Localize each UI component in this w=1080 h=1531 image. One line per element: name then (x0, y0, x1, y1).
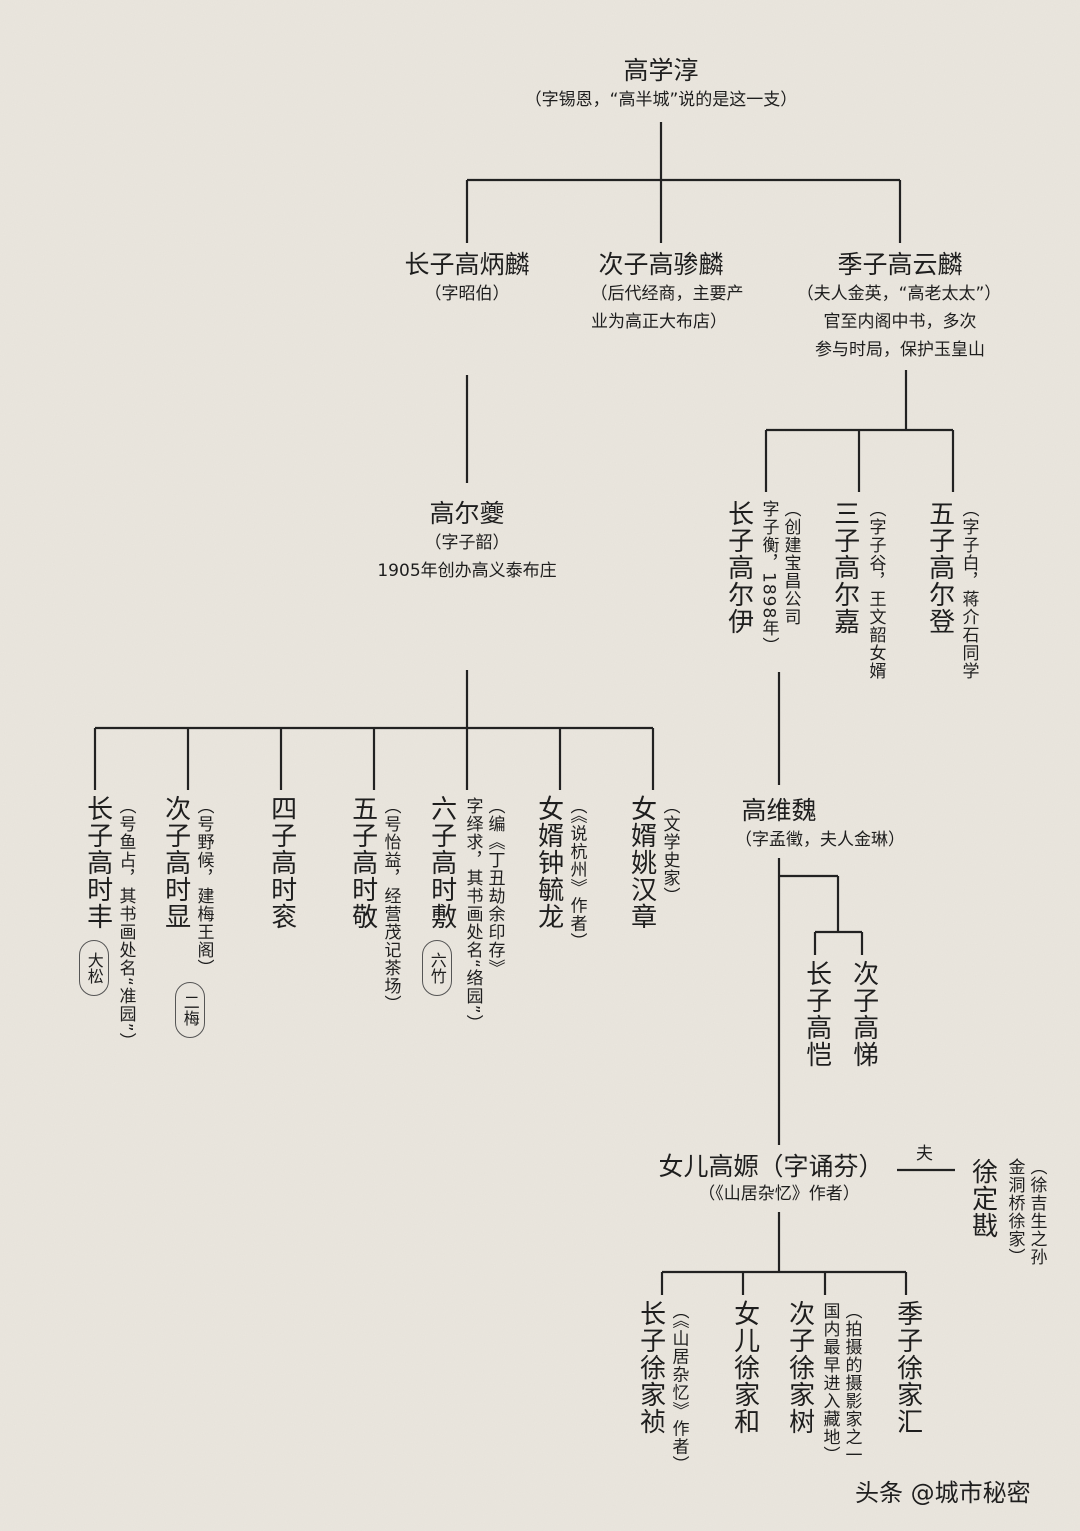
gen1-eldest-name: 长子高炳麟 (404, 250, 530, 279)
erkui-child-2-seal: 二梅 (175, 982, 205, 1038)
gao-erkui-note-2: 1905年创办高义泰布庄 (377, 561, 557, 581)
xu-child-4-name: 季子徐家汇 (892, 1300, 923, 1435)
xu-child-3-note-1: （拍摄的摄影家之一 (841, 1302, 862, 1464)
erkui-child-2-note: （号野候，建梅王阁） (193, 797, 214, 977)
yunlin-son-5-name: 五子高尔登 (924, 500, 955, 635)
husband-name: 徐定戡 (967, 1158, 998, 1239)
erkui-child-6-note-2: 字绎求，其书画处名“络园”） (462, 797, 483, 1033)
erkui-child-4-name: 四子高时衮 (266, 795, 297, 930)
gen1-youngest-note-3: 参与时局，保护玉皇山 (815, 340, 985, 360)
gao-weiwei-name: 高维魏 (741, 796, 817, 825)
erkui-son-in-law-1-name: 女婿钟毓龙 (533, 795, 564, 930)
xu-child-3-name: 次子徐家树 (784, 1300, 815, 1435)
erkui-child-1-seal: 大松 (79, 940, 109, 996)
gen1-second-note-1: （后代经商，主要产 (590, 284, 744, 304)
husband-note-1: （徐吉生之孙 (1026, 1158, 1047, 1266)
erkui-son-in-law-1-note: （《说杭州》作者） (566, 797, 587, 951)
erkui-child-5-name: 五子高时敬 (347, 795, 378, 930)
erkui-child-1-note: （号鱼占，其书画处名“准园”） (115, 797, 136, 1051)
gen1-second-note-2: 业为高正大布店） (591, 312, 727, 332)
xu-child-3-note-2: 国内最早进入藏地） (819, 1302, 840, 1464)
xu-child-1-note: （《山居杂忆》作者） (668, 1302, 689, 1474)
yunlin-son-1-name: 长子高尔伊 (723, 500, 754, 635)
husband-label: 夫 (916, 1144, 933, 1164)
erkui-child-5-note: （号怡益，经营茂记茶场） (380, 797, 401, 1013)
gao-weiwei-note: （字孟徵，夫人金琳） (735, 830, 905, 850)
erkui-child-1-name: 长子高时丰 (82, 795, 113, 930)
gao-yan-note: （《山居杂忆》作者） (698, 1184, 860, 1204)
gen1-youngest-name: 季子高云麟 (837, 250, 963, 279)
root-name: 高学淳 (623, 56, 699, 85)
gao-yan-name: 女儿高嫄（字诵芬） (658, 1152, 884, 1181)
root-note: （字锡恩，“高半城”说的是这一支） (524, 90, 798, 110)
erkui-child-6-name: 六子高时敷 (426, 795, 457, 930)
gen1-second-name: 次子高骖麟 (598, 250, 724, 279)
yunlin-son-3-name: 三子高尔嘉 (829, 500, 860, 635)
gen1-eldest-note: （字昭伯） (424, 284, 510, 304)
erkui-son-in-law-2-name: 女婿姚汉章 (626, 795, 657, 930)
yunlin-son-3-note: （字子谷，王文韶女婿 (865, 500, 886, 680)
weiwei-son-2-name: 次子高悌 (848, 960, 879, 1068)
erkui-child-2-name: 次子高时显 (160, 795, 191, 930)
weiwei-son-1-name: 长子高恺 (801, 960, 832, 1068)
xu-child-1-name: 长子徐家祯 (635, 1300, 666, 1435)
erkui-child-6-note-1: （编《丁丑劫余印存》 (484, 797, 505, 977)
gen1-youngest-note-1: （夫人金英，“高老太太”） (796, 284, 1002, 304)
gen1-youngest-note-2: 官至内阁中书，多次 (823, 312, 977, 332)
yunlin-son-1-note-2: 字子衡，1898年） (758, 500, 779, 656)
erkui-son-in-law-2-note: （文学史家） (659, 797, 680, 905)
erkui-child-6-seal: 六竹 (422, 940, 452, 996)
yunlin-son-5-note: （字子白，蒋介石同学 (958, 500, 979, 680)
husband-note-2: 金洞桥徐家） (1004, 1158, 1025, 1266)
gao-erkui-name: 高尔夔 (429, 499, 505, 528)
watermark: 头条 @城市秘密 (855, 1479, 1031, 1507)
xu-child-2-name: 女儿徐家和 (729, 1300, 760, 1435)
gao-erkui-note-1: （字子韶） (424, 533, 510, 553)
yunlin-son-1-note-1: （创建宝昌公司 (780, 500, 801, 626)
